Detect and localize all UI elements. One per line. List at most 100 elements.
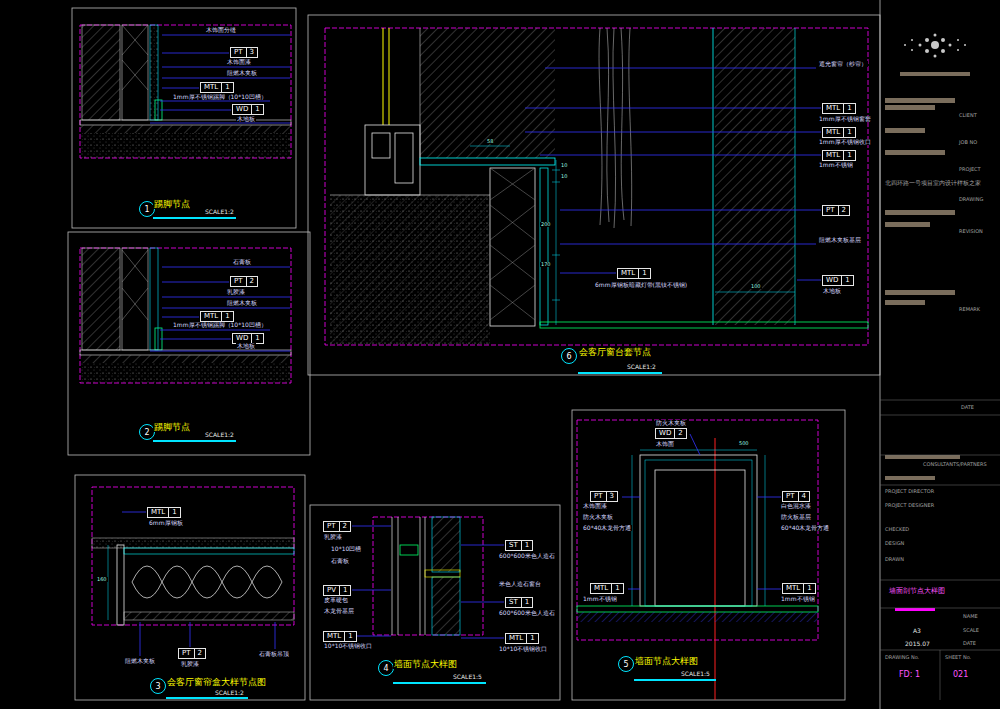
drawing-name: FD: 1 (898, 671, 921, 679)
tag-code: 1 (639, 269, 649, 278)
annotation: 1mm不锈钢 (582, 596, 618, 602)
annotation: 阻燃木夹板 (226, 300, 258, 306)
dimension: 100 (750, 284, 762, 289)
drawing-name: 墙面剖节点大样图 (888, 588, 946, 595)
annotation: 1mm不锈钢 (818, 162, 854, 168)
annotation: 6mm厚钢板暗藏灯带(黑钛不锈钢) (594, 282, 688, 288)
material-tag: WD2 (655, 428, 687, 439)
callout-circle: 3 (150, 678, 166, 694)
annotation: 10*10不锈钢收口 (498, 646, 548, 652)
tag-code: WD (656, 429, 675, 438)
annotation: 阻燃木夹板基层 (818, 237, 862, 243)
material-tag: ST1 (505, 597, 533, 608)
tag-code: PV (324, 586, 340, 595)
annotation: 石膏板 (232, 259, 252, 265)
annotation: 木地板 (236, 116, 256, 122)
tag-code: ST (506, 598, 522, 607)
material-tag: MTL1 (782, 583, 816, 594)
material-tag: PT4 (782, 491, 810, 502)
detail-title: 墙面节点大样图 (393, 660, 458, 669)
detail-title: 踢脚节点 (153, 200, 191, 209)
tag-code: 1 (345, 632, 355, 641)
annotation: 木地板 (236, 343, 256, 349)
callout-number: 1 (144, 205, 149, 214)
annotation: 皮革硬包 (323, 597, 349, 603)
tag-code: 1 (222, 312, 232, 321)
scale-text: SCALE1:2 (214, 690, 245, 696)
tag-code: MTL (324, 632, 345, 641)
material-tag: ST1 (505, 540, 533, 551)
tag-code: 1 (340, 586, 350, 595)
tag-code: MTL (823, 151, 844, 160)
dimension: 200 (540, 222, 552, 227)
titleblock-text: SHEET No. (944, 655, 972, 660)
annotation: 600*600米色人造石 (498, 553, 556, 559)
tag-code: MTL (148, 508, 169, 517)
tag-code: MTL (591, 584, 612, 593)
material-tag: PT2 (323, 521, 351, 532)
detail-title: 踢脚节点 (153, 423, 191, 432)
annotation: 1mm厚不锈钢踢脚（10*10凹槽） (172, 94, 268, 100)
tag-code: ST (506, 541, 522, 550)
titleblock-text: NAME (962, 614, 979, 619)
annotation: 木饰面漆 (582, 503, 608, 509)
scale-text: SCALE1:5 (680, 671, 711, 677)
titleblock-text: CLIENT (958, 113, 978, 118)
material-tag: MTL1 (147, 507, 181, 518)
callout-circle: 4 (378, 660, 394, 676)
tag-code: 1 (844, 151, 854, 160)
material-tag: MTL1 (505, 633, 539, 644)
titleblock-text: JOB NO (958, 140, 978, 145)
material-tag: PT2 (822, 205, 850, 216)
scale-text: SCALE1:5 (452, 674, 483, 680)
annotation: 防火木夹板 (582, 514, 614, 520)
titleblock-text: DESIGN (884, 541, 905, 546)
scale-text: SCALE1:2 (204, 432, 235, 438)
callout-number: 5 (623, 660, 628, 669)
annotation: 600*600米色人造石 (498, 610, 556, 616)
detail-title: 会客厅窗帘盒大样节点图 (166, 678, 267, 687)
titleblock-text: DATE (962, 641, 977, 646)
tag-code: 1 (612, 584, 622, 593)
tag-code: MTL (783, 584, 804, 593)
annotation: 1mm厚不锈钢窗套 (818, 116, 872, 122)
tag-code: MTL (823, 128, 844, 137)
tag-code: PT (324, 522, 340, 531)
tag-code: 2 (247, 277, 257, 286)
annotation: 石膏板 (330, 558, 350, 564)
titleblock-text: CONSULTANTS/PARTNERS (922, 462, 988, 467)
tag-code: PT (231, 48, 247, 57)
material-tag: WD1 (232, 104, 264, 115)
dimension: 10 (560, 174, 568, 179)
annotation: 乳胶漆 (323, 534, 343, 540)
annotation: 木地板 (822, 288, 842, 294)
annotation: 防火板基层 (780, 514, 812, 520)
tag-code: PT (591, 492, 607, 501)
annotation: 木龙骨基层 (323, 608, 355, 614)
titleblock-text: REMARK (958, 307, 981, 312)
dimension: 10 (560, 163, 568, 168)
tag-code: 1 (252, 105, 262, 114)
dimension: 500 (738, 441, 750, 446)
material-tag: MTL1 (822, 127, 856, 138)
titleblock-text: DATE (960, 405, 975, 410)
callout-circle: 5 (618, 656, 634, 672)
annotation: 石膏板吊顶 (258, 651, 290, 657)
tag-code: 1 (169, 508, 179, 517)
tag-code: MTL (618, 269, 639, 278)
annotation: 遮光窗帘（纱帘） (818, 61, 868, 67)
material-tag: MTL1 (822, 103, 856, 114)
dimension: 160 (96, 577, 108, 582)
dimension: 58 (486, 139, 494, 144)
tag-code: 3 (607, 492, 617, 501)
tag-code: WD (233, 105, 252, 114)
annotation: 白色混水漆 (780, 503, 812, 509)
titleblock-text: REVISION (958, 229, 984, 234)
callout-circle: 6 (561, 348, 577, 364)
annotation: 60*40木龙骨方通 (582, 525, 632, 531)
tag-code: WD (233, 334, 252, 343)
tag-code: 1 (222, 83, 232, 92)
annotation: 6mm厚钢板 (148, 520, 184, 526)
callout-number: 6 (566, 352, 571, 361)
material-tag: MTL1 (590, 583, 624, 594)
